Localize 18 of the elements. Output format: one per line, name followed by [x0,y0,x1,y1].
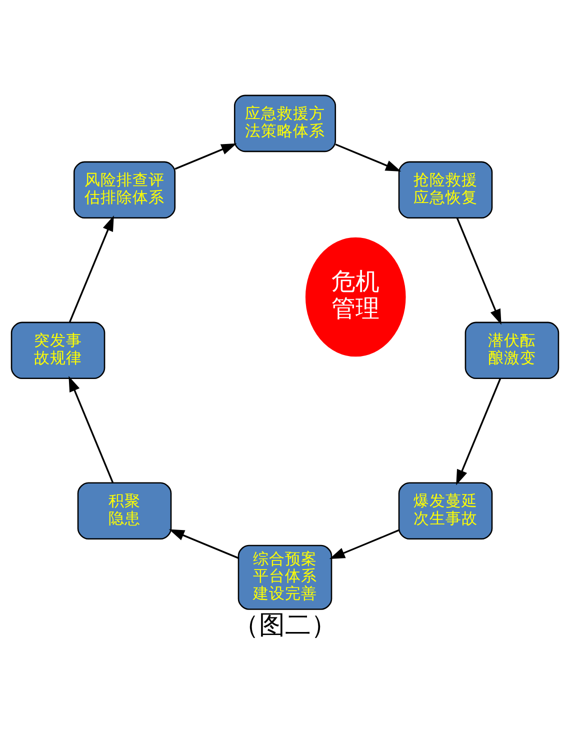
node-box: 风险排查评估排除体系 [73,161,176,219]
arrow [68,376,114,483]
arrow [174,143,237,170]
arrow [329,529,400,560]
node-box: 综合预案平台体系建设完善 [238,544,332,610]
node-ellipse: 危机管理 [305,237,406,357]
caption: （图二） [233,610,337,640]
arrow [168,529,239,559]
arrow [335,144,402,172]
arrow [456,378,502,486]
arrow [68,216,114,322]
node-box: 应急救援方法策略体系 [234,94,336,152]
arrow [456,218,502,325]
node-box: 抢险救援应急恢复 [398,161,493,219]
node-box: 突发事故规律 [10,322,106,380]
node-box: 爆发蔓延次生事故 [398,482,493,540]
node-box: 潜伏酝酿激变 [464,322,560,380]
node-box: 积聚隐患 [77,482,172,540]
